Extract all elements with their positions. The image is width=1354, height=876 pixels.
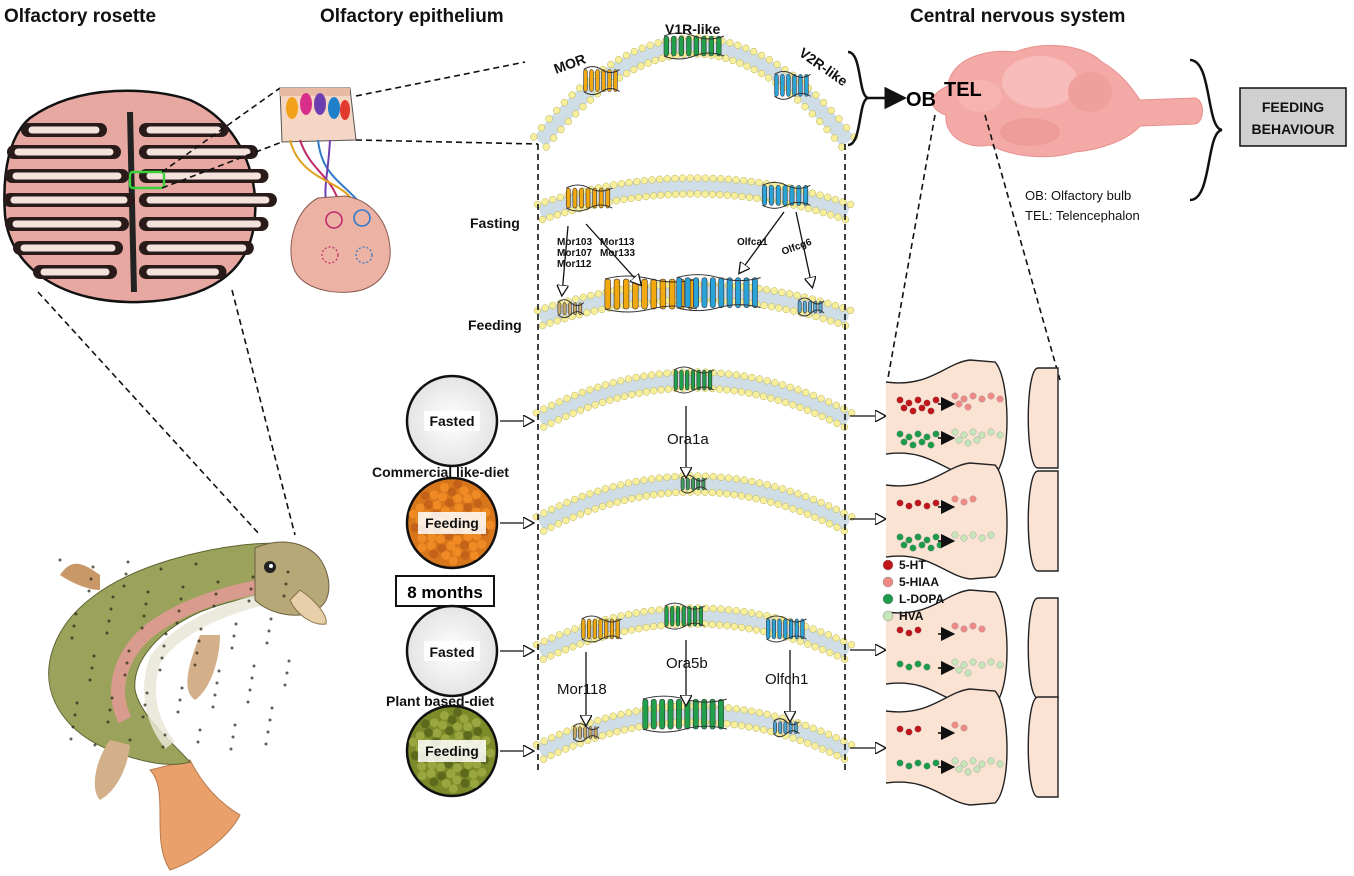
- pellet-fasted-commercial: [405, 374, 499, 468]
- receptor: [766, 615, 807, 643]
- membrane-group: [530, 32, 858, 763]
- fasting-feeding-arrows: [562, 211, 812, 294]
- label-tel: TEL: [944, 79, 982, 101]
- legend-l-dopa: L-DOPA: [899, 592, 944, 606]
- receptor: [642, 695, 727, 733]
- gene-olfcg6: Olfcg6: [780, 237, 813, 258]
- gene-olfca1: Olfca1: [737, 237, 768, 248]
- label-commercial-diet: Commercial like-diet: [372, 464, 509, 480]
- gene-ora5b: Ora5b: [666, 655, 708, 672]
- header-olfactory-epithelium: Olfactory epithelium: [320, 6, 504, 27]
- synapse: [885, 359, 1059, 477]
- gene-mor103: Mor103: [557, 237, 592, 248]
- synapse: [885, 688, 1059, 806]
- receptor: [557, 299, 585, 319]
- pellet-fasted-label-2: Fasted: [429, 644, 474, 660]
- gene-mor113: Mor113: [600, 237, 635, 248]
- gene-ora1a: Ora1a: [667, 431, 709, 448]
- label-fasting: Fasting: [470, 215, 520, 231]
- olfactory-rosette-illustration: [3, 89, 277, 304]
- feeding-behaviour-line2: BEHAVIOUR: [1252, 121, 1335, 137]
- receptor: [664, 602, 706, 630]
- gene-mor112: Mor112: [557, 259, 592, 270]
- note-ob: OB: Olfactory bulb: [1025, 188, 1131, 203]
- feeding-behaviour-line1: FEEDING: [1262, 99, 1324, 115]
- receptor: [774, 70, 811, 100]
- duration-box: [395, 575, 495, 607]
- receptor: [583, 66, 620, 96]
- gene-mor133: Mor133: [600, 248, 635, 259]
- legend-5-ht: 5-HT: [899, 558, 926, 572]
- gene-mor107: Mor107: [557, 248, 592, 259]
- header-olfactory-rosette: Olfactory rosette: [4, 6, 156, 27]
- note-tel: TEL: Telencephalon: [1025, 208, 1140, 223]
- receptor: [565, 184, 613, 212]
- receptor: [676, 274, 761, 312]
- label-duration: 8 months: [407, 583, 483, 602]
- epithelium-illustration: [279, 87, 391, 293]
- pellet-feeding-plant: [405, 704, 499, 798]
- legend-hva: HVA: [899, 609, 924, 623]
- gene-olfch1: Olfch1: [765, 671, 808, 688]
- receptor: [663, 32, 725, 60]
- gene-mor118: Mor118: [557, 681, 607, 698]
- neurochemical-legend: 5-HT 5-HIAA L-DOPA HVA: [882, 558, 944, 623]
- pellet-fasted-label-1: Fasted: [429, 413, 474, 429]
- receptor-brace: [847, 50, 869, 147]
- rainbow-trout-illustration: [48, 541, 330, 871]
- label-feeding-state: Feeding: [468, 317, 522, 333]
- pellet-feeding-label-2: Feeding: [425, 743, 479, 759]
- label-ob: OB: [906, 89, 936, 111]
- synapse: [885, 589, 1059, 707]
- receptor: [673, 366, 715, 394]
- receptor: [797, 297, 825, 317]
- receptor: [581, 615, 622, 643]
- synapse: [885, 462, 1059, 580]
- receptor: [572, 723, 600, 743]
- feeding-behaviour-box: [1239, 87, 1347, 147]
- label-plant-diet: Plant based-diet: [386, 693, 494, 709]
- legend-5-hiaa: 5-HIAA: [899, 575, 939, 589]
- label-v1r-like: V1R-like: [665, 21, 720, 37]
- diet-to-membrane-arrows: [500, 406, 884, 751]
- pellet-fasted-plant: [405, 604, 499, 698]
- pellet-feeding-label-1: Feeding: [425, 515, 479, 531]
- synapse-group: [885, 359, 1059, 806]
- pellet-feeding-commercial: [405, 476, 499, 570]
- header-central-nervous-system: Central nervous system: [910, 6, 1125, 27]
- sample-region-box: [128, 170, 166, 190]
- receptor: [604, 275, 698, 313]
- label-mor: MOR: [552, 51, 588, 77]
- brain-brace: [1189, 58, 1223, 202]
- receptor: [762, 181, 811, 209]
- brain-illustration: [931, 44, 1203, 158]
